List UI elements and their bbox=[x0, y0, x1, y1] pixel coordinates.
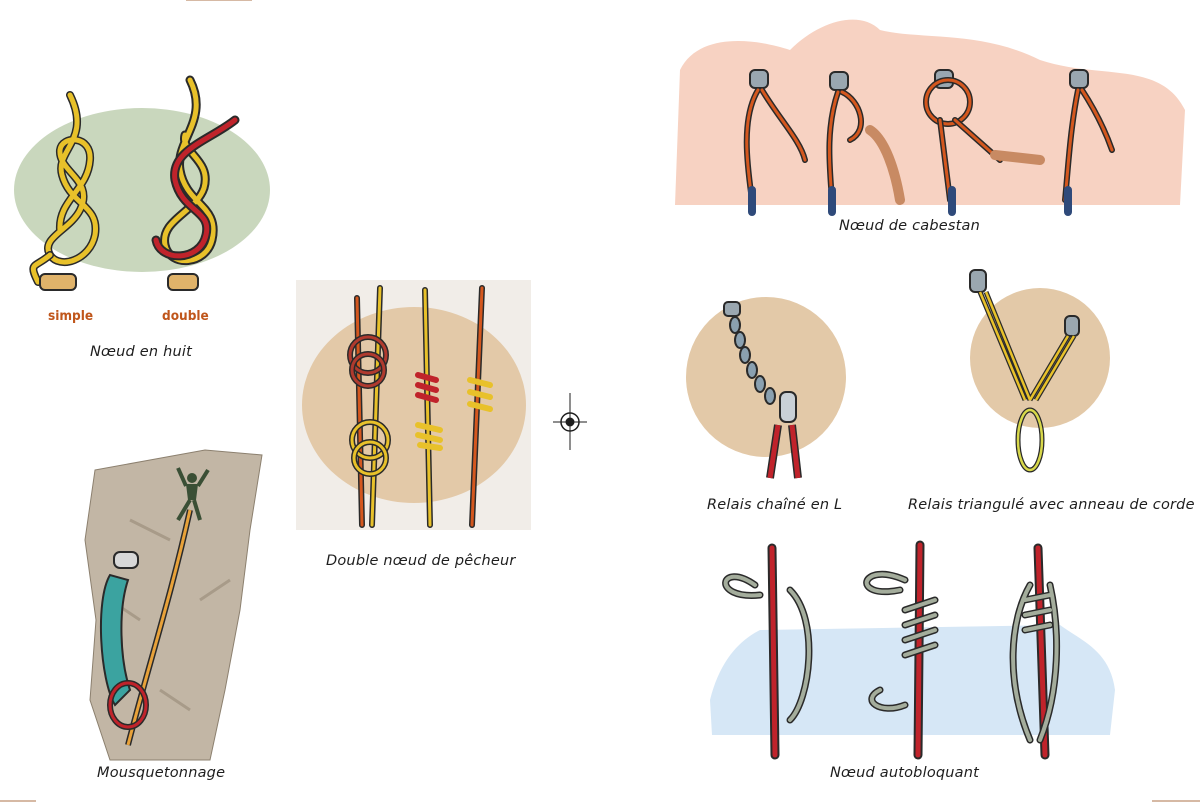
clipping-illustration bbox=[84, 449, 263, 761]
corner-rule-right bbox=[1152, 800, 1200, 802]
corner-rule-left bbox=[0, 800, 36, 802]
fishermans-caption: Double nœud de pêcheur bbox=[326, 553, 516, 569]
chain-anchor-caption: Relais chaîné en L bbox=[707, 497, 843, 513]
registration-mark-icon bbox=[553, 393, 587, 450]
clove-hitch-illustration bbox=[675, 19, 1185, 216]
clipping-caption: Mousquetonnage bbox=[97, 765, 226, 781]
figure-eight-caption: Nœud en huit bbox=[90, 344, 192, 360]
figure-eight-label-double: double bbox=[162, 308, 209, 324]
figure-eight-simple-knot bbox=[29, 91, 100, 291]
triangle-anchor-caption: Relais triangulé avec anneau de corde bbox=[908, 497, 1195, 513]
climber-figure bbox=[176, 467, 210, 522]
clove-hitch-caption: Nœud de cabestan bbox=[839, 218, 980, 234]
green-backdrop bbox=[14, 108, 270, 272]
autoblock-illustration bbox=[710, 540, 1115, 760]
figure-eight-double-knot bbox=[151, 75, 240, 291]
figure-eight-label-simple: simple bbox=[48, 308, 94, 324]
chain-anchor-illustration bbox=[686, 297, 846, 479]
fishermans-knot-illustration bbox=[296, 280, 531, 530]
corner-rule-top bbox=[186, 0, 252, 1]
figure-eight-illustration bbox=[14, 75, 270, 291]
autoblock-caption: Nœud autobloquant bbox=[830, 765, 980, 781]
triangle-anchor-illustration bbox=[969, 269, 1110, 473]
